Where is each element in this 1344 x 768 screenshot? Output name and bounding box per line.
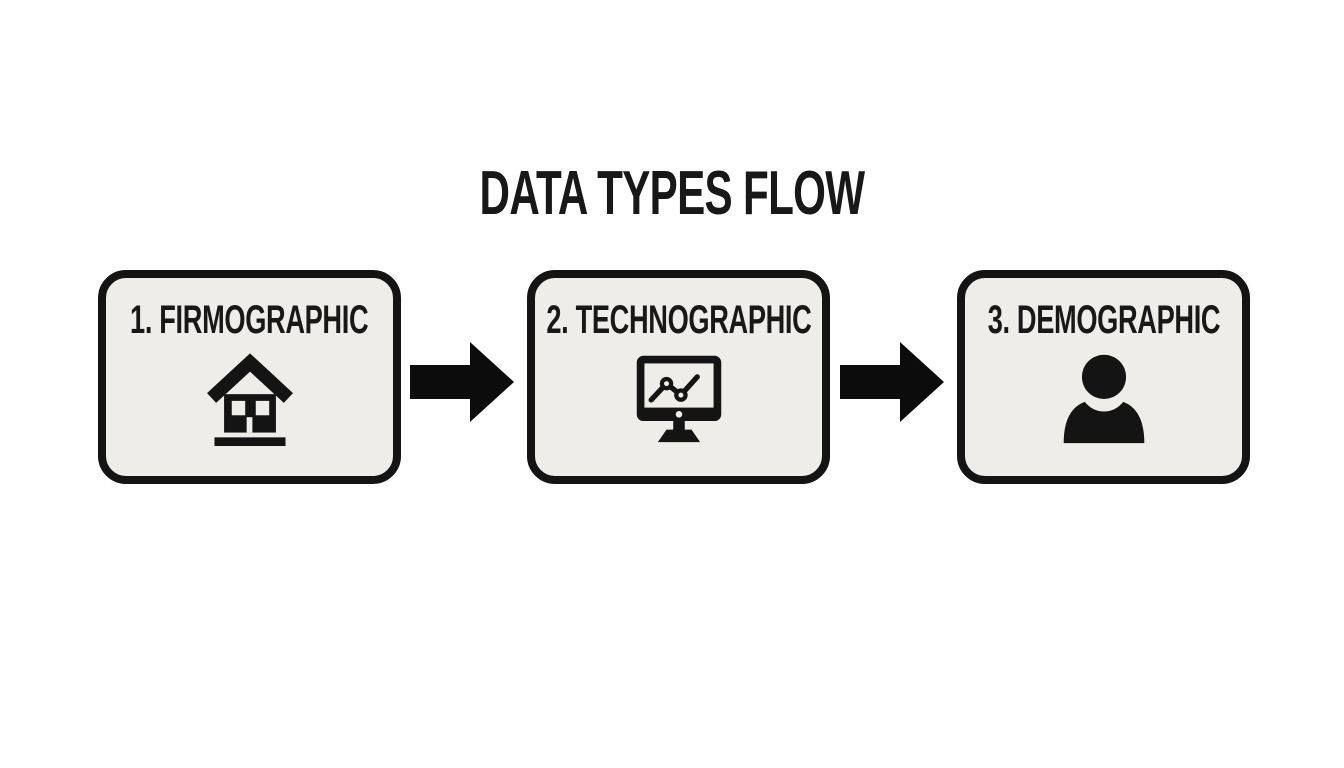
house-icon xyxy=(206,353,293,446)
step-label: 3. DEMOGRAPHIC xyxy=(933,298,1275,342)
step-label: 2. TECHNOGRAPHIC xyxy=(484,298,874,342)
monitor-chart-icon xyxy=(636,355,721,443)
step-label-text: 3. DEMOGRAPHIC xyxy=(987,298,1220,342)
arrow-right-icon xyxy=(410,342,514,422)
person-icon xyxy=(1063,354,1144,444)
step-label-text: 2. TECHNOGRAPHIC xyxy=(545,298,812,342)
step-box-firmographic: 1. FIRMOGRAPHIC xyxy=(98,270,401,484)
page-title: DATA TYPES FLOW xyxy=(0,163,1344,225)
page-title-text: DATA TYPES FLOW xyxy=(479,159,866,228)
step-box-technographic: 2. TECHNOGRAPHIC xyxy=(527,270,830,484)
arrow-right-icon xyxy=(840,342,944,422)
step-label-text: 1. FIRMOGRAPHIC xyxy=(130,298,369,342)
step-box-demographic: 3. DEMOGRAPHIC xyxy=(957,270,1250,484)
step-label: 1. FIRMOGRAPHIC xyxy=(74,298,424,342)
